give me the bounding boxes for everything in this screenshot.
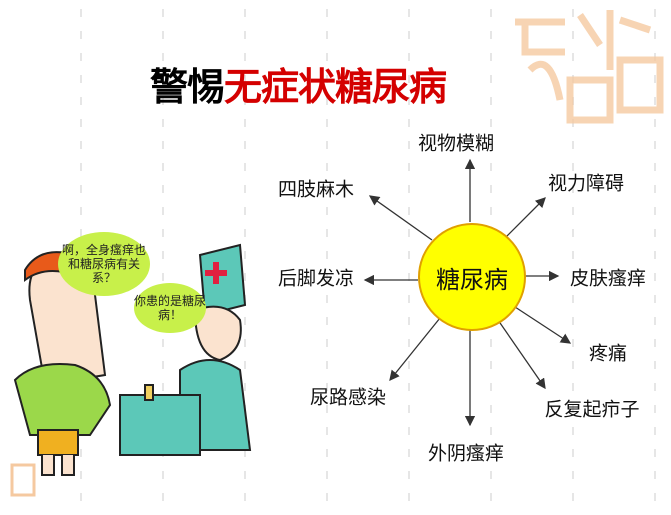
doctor-cartoon xyxy=(119,243,252,456)
symptom-label: 视力障碍 xyxy=(547,172,625,195)
arrow xyxy=(389,317,441,382)
doctor-speech-bubble: 你患的是糖尿病！ xyxy=(134,283,206,333)
arrows xyxy=(363,158,572,427)
center-node: 糖尿病 xyxy=(418,223,526,331)
symptom-label: 后脚发凉 xyxy=(277,267,355,290)
symptom-label: 外阴瘙痒 xyxy=(427,442,505,465)
patient-speech-bubble: 啊，全身瘙痒也和糖尿病有关系？ xyxy=(58,232,150,296)
arrow xyxy=(497,319,546,390)
small-watermark xyxy=(10,463,36,497)
symptom-label: 尿路感染 xyxy=(309,386,387,409)
page-title: 警惕无症状糖尿病 xyxy=(150,56,447,111)
arrow xyxy=(368,195,433,241)
arrow xyxy=(511,304,572,344)
arrow xyxy=(504,197,546,239)
symptom-label: 视物模糊 xyxy=(417,132,495,155)
title-black: 警惕 xyxy=(150,65,225,109)
title-red: 无症状糖尿病 xyxy=(224,65,447,109)
symptom-label: 皮肤瘙痒 xyxy=(569,267,647,290)
symptom-label: 反复起疖子 xyxy=(544,398,640,421)
watermark-logo xyxy=(515,10,664,124)
symptom-label: 四肢麻木 xyxy=(277,178,355,201)
symptom-label: 疼痛 xyxy=(588,342,628,365)
